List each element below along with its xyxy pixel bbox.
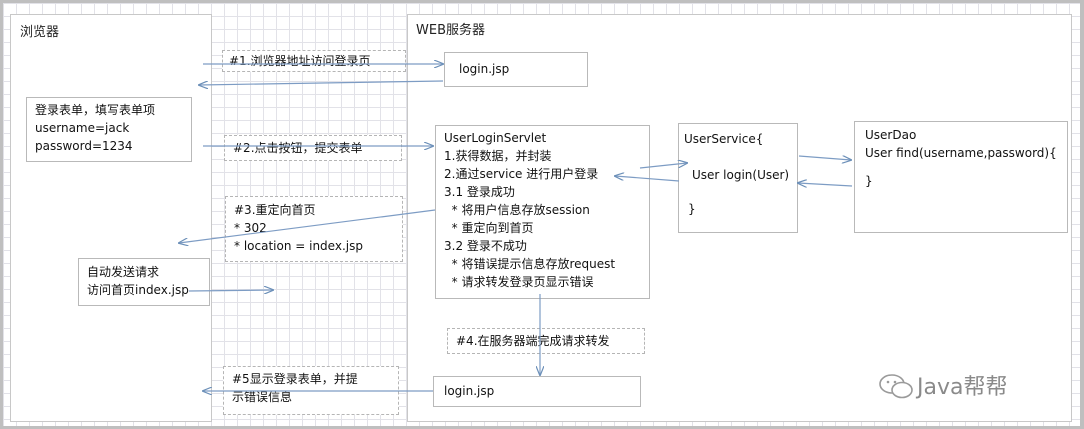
step2-label: #2.点击按钮，提交表单 [224, 135, 402, 161]
login-form-line-1: 登录表单，填写表单项 [35, 103, 156, 117]
user-service-title: UserService{ [684, 132, 764, 146]
browser-panel [10, 14, 212, 422]
arrow-dao-to-service [798, 183, 853, 186]
step3-line-2: * 302 [234, 221, 267, 235]
servlet-line-1: 1.获得数据，并封装 [444, 149, 552, 163]
server-title: WEB服务器 [416, 23, 485, 38]
servlet-line-3: 3.1 登录成功 [444, 185, 515, 199]
user-dao-box: UserDao User find(username,password){ } [854, 121, 1068, 233]
servlet-line-8: * 请求转发登录页显示错误 [444, 275, 594, 289]
login-form-line-3: password=1234 [35, 139, 133, 153]
diagram-canvas: 浏览器 WEB服务器 #1.浏览器地址访问登录页 login.jsp 登录表单，… [3, 3, 1080, 426]
servlet-line-6: 3.2 登录不成功 [444, 239, 527, 253]
user-service-close: } [688, 202, 696, 216]
servlet-line-7: * 将错误提示信息存放request [444, 257, 616, 271]
wechat-icon [879, 374, 913, 399]
arrow-step3-redirect [179, 209, 436, 243]
servlet-title: UserLoginServlet [444, 131, 547, 145]
browser-title: 浏览器 [20, 25, 60, 40]
step3-line-3: * location = index.jsp [234, 239, 363, 253]
servlet-line-5: * 重定向到首页 [444, 221, 534, 235]
user-login-servlet-box: UserLoginServlet 1.获得数据，并封装 2.通过service … [435, 125, 650, 299]
step5-line-2: 示错误信息 [232, 390, 293, 404]
user-service-box: UserService{ User login(User) } [678, 123, 798, 233]
login-jsp-box-bottom: login.jsp [433, 376, 641, 407]
watermark: Java帮帮 [877, 369, 1057, 403]
flow-arrows [3, 3, 1080, 426]
step3-line-1: #3.重定向首页 [234, 203, 316, 217]
login-form-box: 登录表单，填写表单项 username=jack password=1234 [26, 97, 192, 162]
arrow-service-to-dao [798, 156, 851, 160]
servlet-line-4: * 将用户信息存放session [444, 203, 590, 217]
arrow-service-to-servlet [615, 176, 680, 182]
arrow-step1-response [199, 80, 444, 85]
auto-request-box: 自动发送请求 访问首页index.jsp [78, 258, 210, 306]
login-jsp-box-top: login.jsp [444, 52, 588, 87]
step5-line-1: #5显示登录表单，并提 [232, 372, 358, 386]
auto-request-line-1: 自动发送请求 [87, 265, 160, 279]
servlet-line-2: 2.通过service 进行用户登录 [444, 167, 599, 181]
step3-label: #3.重定向首页 * 302 * location = index.jsp [225, 196, 403, 262]
step4-label: #4.在服务器端完成请求转发 [447, 328, 645, 354]
arrow-auto-request [188, 290, 273, 291]
user-service-method: User login(User) [692, 168, 790, 182]
user-dao-method: User find(username,password){ [865, 146, 1057, 160]
arrow-servlet-to-service [639, 163, 687, 169]
auto-request-line-2: 访问首页index.jsp [87, 283, 189, 297]
user-dao-title: UserDao [865, 128, 917, 142]
user-dao-close: } [865, 174, 873, 188]
watermark-text: Java帮帮 [917, 375, 1008, 400]
login-form-line-2: username=jack [35, 121, 130, 135]
